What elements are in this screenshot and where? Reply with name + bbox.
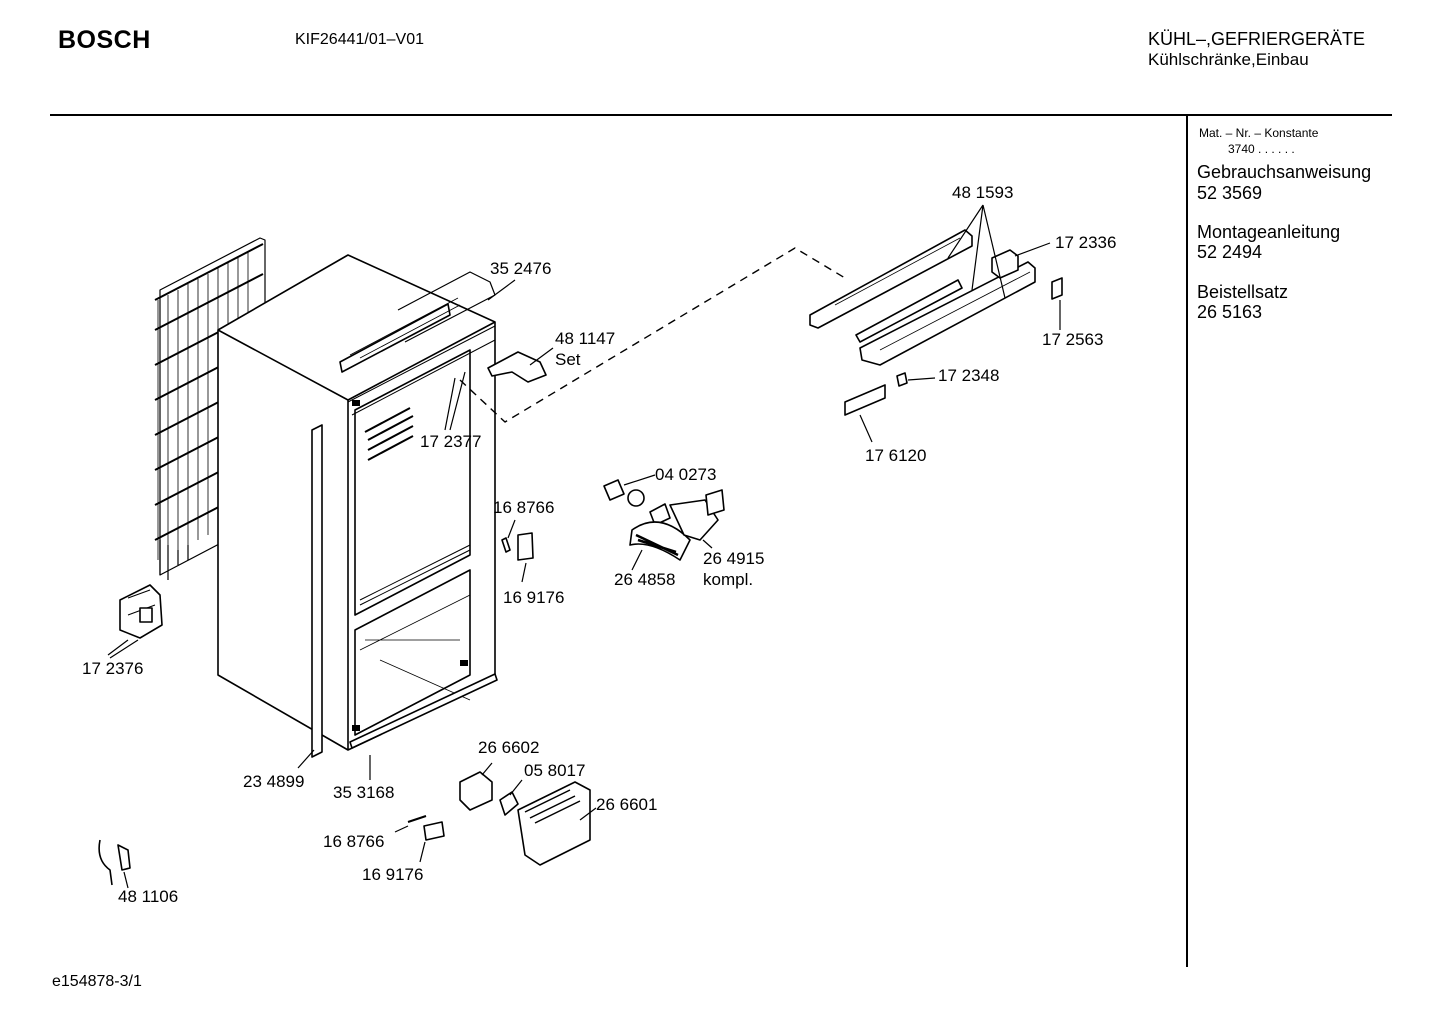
part-label-481106: 48 1106 — [118, 887, 179, 906]
top-rail-parts — [809, 229, 1063, 416]
part-label-176120: 17 6120 — [865, 446, 927, 465]
part-label-352476: 35 2476 — [490, 259, 552, 278]
power-cable — [98, 839, 131, 886]
cabinet-body — [217, 254, 496, 751]
part-label-172377: 17 2377 — [420, 432, 482, 451]
part-label-172348: 17 2348 — [938, 366, 1000, 385]
part-label-058017: 05 8017 — [524, 761, 586, 780]
model-number: KIF26441/01–V01 — [295, 31, 424, 48]
bottom-strip — [349, 673, 498, 749]
part-label-set: Set — [555, 350, 581, 369]
header-divider — [50, 114, 1392, 116]
part-label-168766-bottom: 16 8766 — [323, 832, 385, 851]
part-label-172563: 17 2563 — [1042, 330, 1104, 349]
part-label-481593: 48 1593 — [952, 183, 1014, 202]
mat-nr-value: 3740 . . . . . . — [1228, 142, 1295, 156]
part-label-169176-bottom: 16 9176 — [362, 865, 424, 884]
lamp-assembly — [603, 479, 725, 561]
part-label-172336: 17 2336 — [1055, 233, 1117, 252]
condenser-coil — [154, 237, 266, 580]
doc-number-manual: 52 3569 — [1197, 183, 1263, 203]
part-label-264858: 26 4858 — [614, 570, 676, 589]
doc-title-mounting: Montageanleitung — [1197, 222, 1341, 242]
thermostat-unit — [119, 584, 163, 639]
small-clips — [407, 532, 534, 841]
dashed-assembly-line — [459, 247, 846, 423]
part-label-kompl: kompl. — [703, 570, 754, 589]
part-label-481147: 48 1147 — [555, 329, 616, 348]
fan-assembly — [459, 771, 591, 866]
part-label-266602: 26 6602 — [478, 738, 540, 757]
part-label-264915: 26 4915 — [703, 549, 765, 568]
part-label-353168: 35 3168 — [333, 783, 395, 802]
category-title: KÜHL–,GEFRIERGERÄTE — [1148, 29, 1366, 49]
doc-title-kit: Beistellsatz — [1197, 282, 1289, 302]
doc-number-kit: 26 5163 — [1197, 302, 1263, 322]
part-label-172376: 17 2376 — [82, 659, 144, 678]
mat-nr-label: Mat. – Nr. – Konstante — [1199, 126, 1319, 140]
doc-number-mounting: 52 2494 — [1197, 242, 1263, 262]
door-seal-strip — [311, 424, 323, 758]
side-panel-divider — [1186, 116, 1188, 967]
part-label-234899: 23 4899 — [243, 772, 305, 791]
part-label-266601: 26 6601 — [596, 795, 658, 814]
drawing-code: e154878-3/1 — [52, 973, 142, 990]
doc-title-manual: Gebrauchsanweisung — [1197, 162, 1372, 182]
brand-logo: BOSCH — [58, 26, 151, 54]
hinge-part — [487, 351, 547, 383]
category-subtitle: Kühlschränke,Einbau — [1148, 50, 1309, 69]
part-label-169176-top: 16 9176 — [503, 588, 565, 607]
part-label-168766-top: 16 8766 — [493, 498, 555, 517]
part-label-040273: 04 0273 — [655, 465, 717, 484]
leader-lines — [107, 204, 1061, 889]
